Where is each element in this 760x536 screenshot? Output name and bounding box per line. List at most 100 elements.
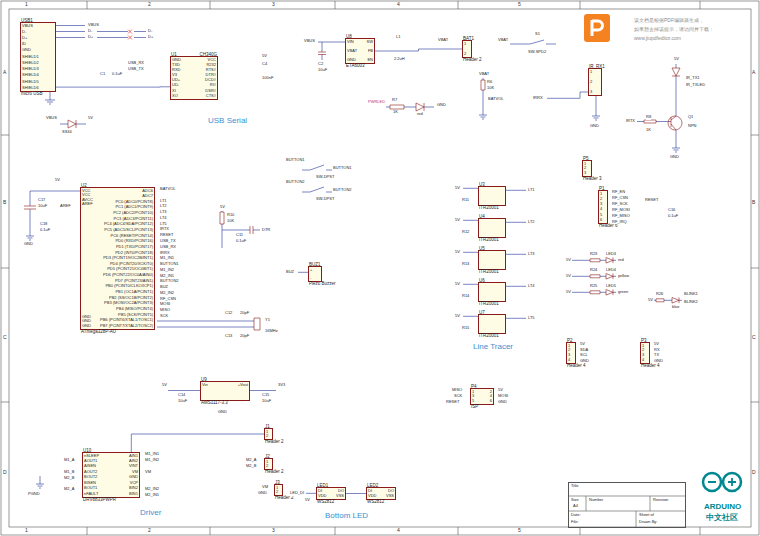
pin-name: SHIELD3	[22, 67, 39, 72]
part-name: WS2812	[367, 499, 384, 504]
wire-connector	[56, 86, 170, 87]
pin-name: BOUT2	[84, 475, 97, 480]
schematic-label: 0.1uF	[112, 72, 122, 77]
schematic-label: 0.1uF	[40, 228, 50, 233]
schematic-label: C11	[236, 233, 243, 238]
schematic-label: BUTTON2	[333, 188, 352, 193]
schematic-label: MISO	[452, 388, 462, 393]
part-name: ATmega328P-AU	[81, 329, 116, 334]
title-block-cell: Drawn By:	[639, 520, 657, 525]
schematic-label: BUTTON1	[286, 158, 305, 163]
part-name: WS2812	[317, 499, 334, 504]
schematic-label: 5V	[455, 314, 460, 319]
schematic-label: R6	[487, 80, 492, 85]
schematic-label: 5V	[162, 383, 167, 388]
schematic-label: USB_TX	[160, 239, 176, 244]
pin-name: XI	[172, 89, 176, 94]
component-box: LED1WS2812DIVDDDOVSS	[316, 487, 346, 500]
schematic-label: SS34	[62, 130, 72, 135]
pin-name: PD6 (PCINT22/OC0A/AIN0)	[103, 273, 153, 278]
pin-name: AOUT1	[84, 459, 97, 464]
pin-name: DI	[368, 489, 372, 494]
pin-name: PD2 (INT0/PCINT18)	[115, 251, 153, 256]
pin-name: 2	[590, 80, 592, 85]
pin-name: 2	[266, 434, 268, 439]
schematic-label: IRRX	[533, 96, 543, 101]
pin-column: 123456	[600, 192, 602, 223]
schematic-label: RESET	[160, 233, 173, 238]
schematic-label: NPN	[688, 124, 696, 129]
schematic-label: 5	[518, 528, 521, 534]
schematic-label: R11	[462, 198, 469, 203]
pin-name: SHIELD6	[22, 86, 39, 91]
ref-designator: BUZ1	[309, 262, 321, 267]
pin-column: AIN1AIN2VINTVMGNDVCPBIN2BIN1	[129, 454, 138, 497]
schematic-label: C	[752, 335, 756, 341]
schematic-label: VM	[262, 485, 268, 490]
logo-signs	[708, 478, 736, 486]
schematic-label: 5V	[305, 498, 310, 503]
component-box: U1CH340GGNDTXDRXDV3UD+UD-XIXOVCCR232RTS#…	[170, 56, 218, 100]
schematic-label: GND	[654, 359, 663, 364]
schematic-label: LT4	[528, 284, 535, 289]
pin-column: VBUSD-D+IDGNDSHIELD1SHIELD2SHIELD3SHIELD…	[22, 24, 39, 91]
schematic-label: D-	[148, 29, 152, 34]
component-box: U7ITR20001	[478, 314, 506, 334]
pin-name: Vin	[202, 383, 208, 388]
title-block-cell: File:	[571, 520, 579, 525]
pin-name: PB2 (SS/OC1B/PCINT2)	[109, 296, 153, 301]
schematic-label: M2_A	[64, 487, 74, 492]
schematic-label: LED4	[606, 268, 616, 273]
schematic-label: RESET	[446, 400, 459, 405]
schematic-label: M1_IN2	[145, 458, 159, 463]
component-box: USB1micro USBVBUSD-D+IDGNDSHIELD1SHIELD2…	[20, 22, 56, 92]
schematic-label: 5V	[455, 282, 460, 287]
schematic-label: 0.1uF	[236, 239, 246, 244]
schematic-label: Line Tracer	[473, 342, 513, 351]
schematic-label: 5V	[674, 57, 679, 62]
pin-column: DIVDD	[318, 489, 326, 499]
schematic-label: C18	[40, 222, 47, 227]
schematic-label: 5V	[455, 186, 460, 191]
schematic-label: 该文档是根据PDF编辑器生成，	[634, 18, 704, 24]
pin-name: FB	[368, 49, 373, 54]
ref-designator: LED2	[367, 483, 378, 488]
pin-name: GND	[172, 58, 181, 63]
component-box: BUZ1Piezo Buzzer+-	[308, 266, 322, 282]
pin-name: VDD	[368, 494, 376, 499]
schematic-label: 如果想去掉该提示，请访问并下载：	[634, 27, 714, 33]
schematic-label: LT2	[528, 220, 535, 225]
schematic-label: IRTX	[626, 119, 635, 124]
pin-name: AISEN	[84, 464, 96, 469]
part-name: Header 2	[463, 57, 482, 62]
component-box: J3Header 212	[274, 484, 283, 496]
title-block-cell: A4	[573, 504, 578, 509]
schematic-label: 0.1uF	[668, 214, 678, 219]
pin-name: PB1 (OC1A/PCINT1)	[115, 290, 153, 295]
schematic-label: 4	[397, 528, 400, 534]
component-box: U8ETA6003VINVBATGNDSWFBEN	[345, 38, 375, 64]
schematic-label: LT5	[528, 316, 535, 321]
part-name: CH340G	[199, 52, 217, 57]
schematic-label: 5V	[566, 290, 571, 295]
pin-name: DCD#	[205, 78, 216, 83]
schematic-label: R10	[227, 213, 234, 218]
pin-column: 123	[590, 70, 592, 95]
pin-name: BIN2	[129, 486, 138, 491]
transistor-symbol	[668, 116, 682, 130]
schematic-label: A	[3, 70, 6, 76]
schematic-label: M2_A	[246, 458, 256, 463]
pin-name: nSLEEP	[84, 454, 99, 459]
schematic-label: SW-DPST	[316, 197, 334, 202]
schematic-label: yellow	[618, 274, 629, 279]
schematic-label: 20pF	[240, 334, 249, 339]
component-box: BAT1Header 212	[462, 40, 472, 58]
schematic-label: Q1	[688, 115, 693, 120]
pin-name: AOUT2	[84, 470, 97, 475]
schematic-label: 10uF	[318, 68, 327, 73]
pin-name: DI	[318, 489, 322, 494]
schematic-label: 5V	[455, 218, 460, 223]
schematic-label: 5V	[566, 274, 571, 279]
